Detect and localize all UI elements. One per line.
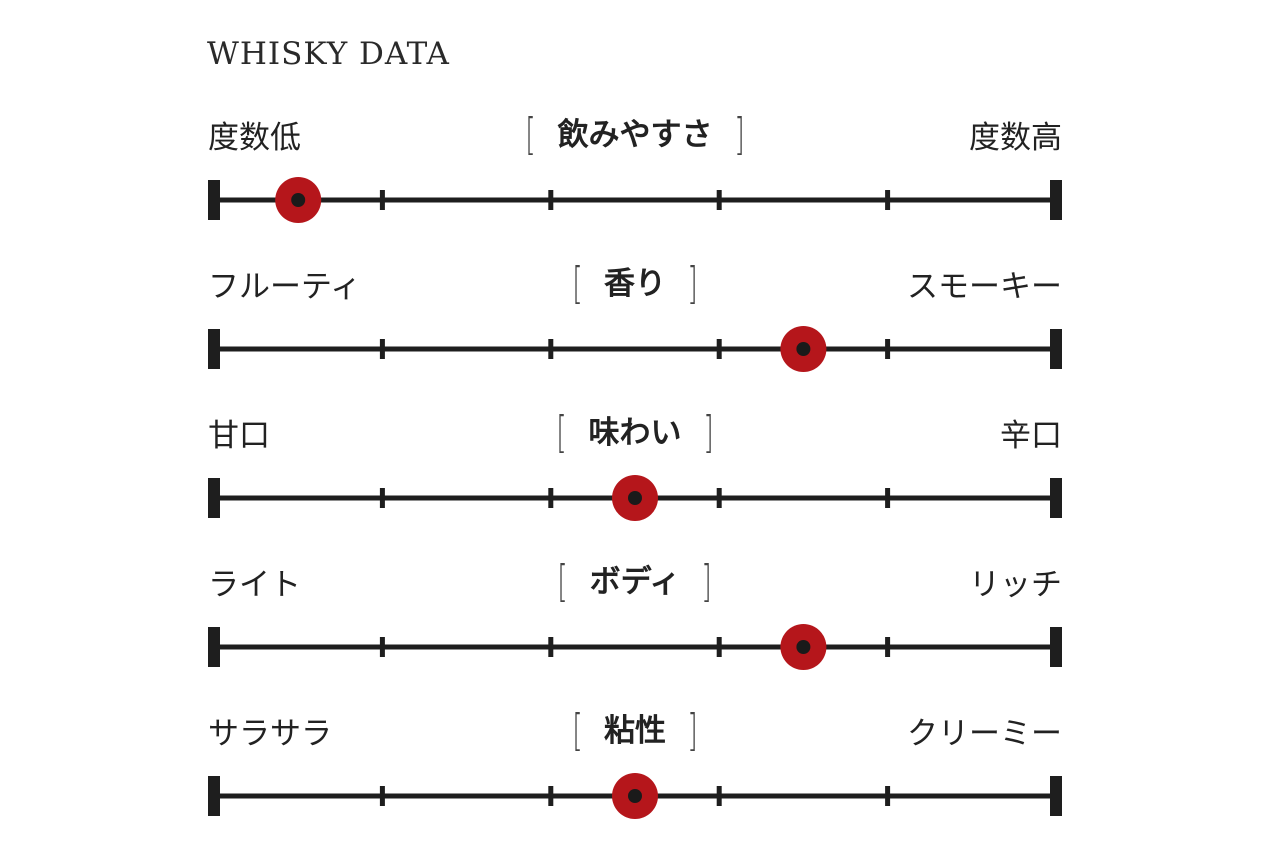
left-label: ライト: [208, 567, 301, 603]
left-label: 甘口: [208, 418, 270, 454]
scale-track: [208, 177, 1062, 223]
scale-endcap: [1050, 180, 1062, 220]
scale-endcap: [208, 478, 220, 518]
bracket-close: ]: [733, 109, 745, 160]
scale-endcap: [1050, 627, 1062, 667]
left-label: サラサラ: [208, 716, 332, 752]
value-marker-center: [628, 491, 642, 505]
scale-row: 度数低 [ 飲みやすさ ] 度数高: [0, 110, 1280, 265]
scale-tick: [548, 488, 554, 508]
bracket-close: ]: [702, 407, 714, 458]
scale-tick: [716, 339, 722, 359]
scale-name: 飲みやすさ: [557, 117, 713, 153]
scale-endcap: [208, 776, 220, 816]
value-marker-center: [796, 342, 811, 356]
scale-tick: [716, 488, 722, 508]
scale-endcap: [208, 180, 220, 220]
scale-tick: [548, 637, 554, 657]
scale-endcap: [1050, 776, 1062, 816]
scale-tick: [379, 488, 385, 508]
right-label: 度数高: [969, 120, 1062, 156]
scale-track: [208, 326, 1062, 372]
scale-tick: [379, 637, 385, 657]
left-label: フルーティ: [208, 269, 362, 305]
scale-name: 香り: [604, 266, 666, 302]
scale-heading: [ 粘性 ]: [0, 706, 1280, 760]
scale-row: 甘口 [ 味わい ] 辛口: [0, 408, 1280, 563]
right-label: リッチ: [969, 567, 1062, 603]
scale-heading: [ 飲みやすさ ]: [0, 110, 1280, 164]
scale-heading: [ 味わい ]: [0, 408, 1280, 462]
bracket-close: ]: [687, 705, 698, 756]
scale-endcap: [208, 627, 220, 667]
left-label: 度数低: [208, 120, 301, 156]
scale-name: ボディ: [589, 564, 681, 600]
bracket-open: [: [556, 407, 568, 458]
bracket-open: [: [572, 705, 583, 756]
scale-name: 粘性: [604, 713, 666, 749]
scale-tick: [885, 190, 891, 210]
scale-tick: [885, 339, 891, 359]
bracket-open: [: [525, 109, 537, 160]
bracket-close: ]: [687, 258, 698, 309]
value-marker-center: [291, 193, 306, 207]
scale-endcap: [1050, 478, 1062, 518]
scale-track: [208, 773, 1062, 819]
scale-tick: [379, 339, 385, 359]
scale-tick: [885, 786, 891, 806]
right-label: クリーミー: [907, 716, 1062, 752]
right-label: 辛口: [1000, 418, 1062, 454]
scale-row: サラサラ [ 粘性 ] クリーミー: [0, 706, 1280, 861]
scale-tick: [716, 190, 722, 210]
bracket-open: [: [572, 258, 583, 309]
scale-tick: [885, 637, 891, 657]
scale-tick: [716, 786, 722, 806]
scale-heading: [ 香り ]: [0, 259, 1280, 313]
value-marker-center: [796, 640, 811, 654]
scale-endcap: [208, 329, 220, 369]
scale-heading: [ ボディ ]: [0, 557, 1280, 611]
scale-row: ライト [ ボディ ] リッチ: [0, 557, 1280, 712]
scale-tick: [379, 786, 385, 806]
scale-name: 味わい: [588, 415, 682, 451]
scale-row: フルーティ [ 香り ] スモーキー: [0, 259, 1280, 414]
bracket-close: ]: [701, 556, 713, 607]
scale-tick: [548, 786, 554, 806]
scale-tick: [885, 488, 891, 508]
scale-endcap: [1050, 329, 1062, 369]
chart-title: WHISKY DATA: [207, 36, 450, 72]
scale-tick: [716, 637, 722, 657]
scale-tick: [548, 190, 554, 210]
right-label: スモーキー: [907, 269, 1062, 305]
scale-track: [208, 475, 1062, 521]
value-marker-center: [628, 789, 642, 803]
scale-tick: [548, 339, 554, 359]
bracket-open: [: [557, 556, 569, 607]
scale-track: [208, 624, 1062, 670]
scale-tick: [379, 190, 385, 210]
